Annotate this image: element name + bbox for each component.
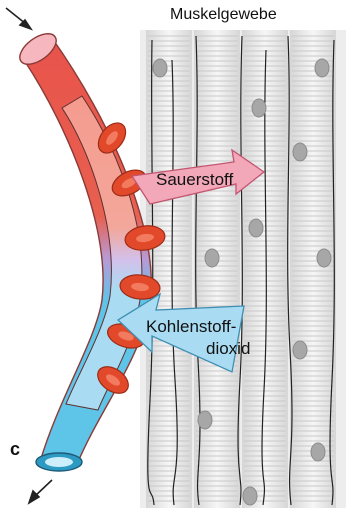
panel-letter: c — [10, 440, 20, 458]
muscle-tissue — [140, 30, 346, 508]
tissue-label: Muskelgewebe — [170, 6, 277, 24]
co2-label-line1: Kohlenstoff- — [146, 318, 236, 336]
capillary-vessel — [15, 28, 152, 471]
oxygen-label: Sauerstoff — [156, 171, 233, 189]
co2-label-line2: dioxid — [206, 340, 250, 358]
